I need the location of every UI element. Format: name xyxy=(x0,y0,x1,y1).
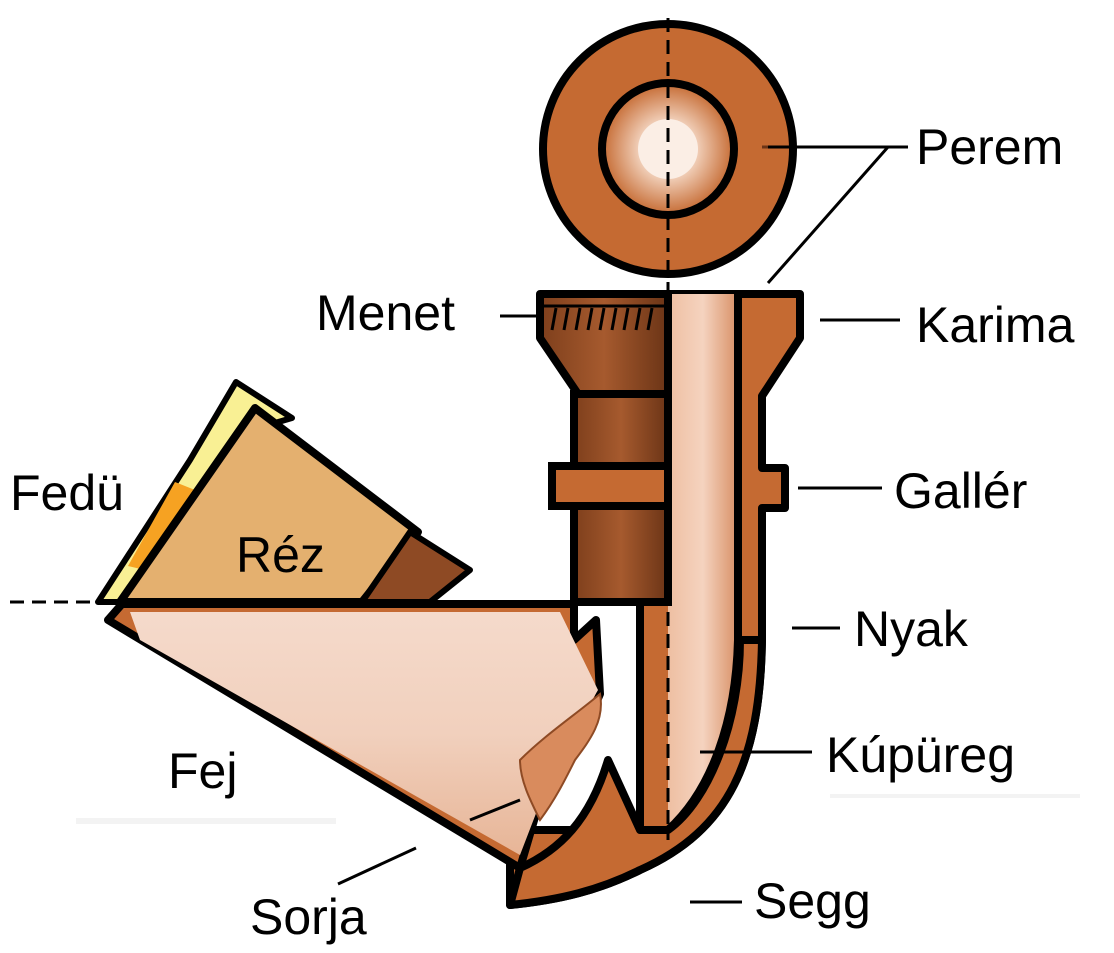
label-fedu: Fedü xyxy=(10,468,124,518)
head-section xyxy=(108,604,601,868)
faint-mark xyxy=(76,818,336,824)
label-nyak: Nyak xyxy=(854,604,968,654)
label-sorja: Sorja xyxy=(250,892,367,942)
label-kupureg: Kúpüreg xyxy=(826,730,1015,780)
label-segg: Segg xyxy=(754,876,871,926)
label-menet: Menet xyxy=(316,288,455,338)
label-rez: Réz xyxy=(236,530,325,580)
stem-exterior xyxy=(540,294,668,602)
faint-mark xyxy=(830,794,1080,798)
flange-ring xyxy=(543,24,800,274)
label-perem: Perem xyxy=(916,122,1063,172)
label-galler: Gallér xyxy=(894,466,1027,516)
label-fej: Fej xyxy=(168,746,237,796)
label-karima: Karima xyxy=(916,300,1074,350)
